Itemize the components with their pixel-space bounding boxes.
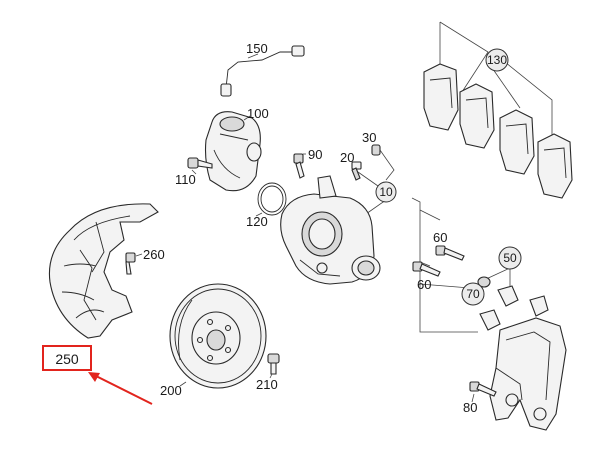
label-210: 210 (256, 377, 278, 392)
highlight-label: 250 (55, 351, 79, 367)
label-60-lower: 60 (417, 277, 431, 292)
callout-10: 10 (365, 181, 397, 215)
highlight-arrow (88, 372, 153, 405)
brake-pads-130: 130 (423, 21, 573, 199)
label-110: 110 (175, 172, 196, 187)
label-130: 130 (487, 53, 507, 67)
label-260: 260 (143, 247, 165, 262)
label-120: 120 (246, 214, 268, 229)
bushings-50: 50 (477, 246, 522, 307)
label-200: 200 (160, 383, 182, 398)
splash-shield-250 (48, 203, 159, 339)
label-60-upper: 60 (433, 230, 447, 245)
bleed-screw-90: 90 (293, 147, 322, 179)
highlight-box-250: 250 (42, 345, 92, 371)
bolt-80: 80 (463, 381, 497, 415)
label-100: 100 (247, 106, 269, 121)
actuator-100: 100 (204, 106, 269, 192)
seal-ring-120: 120 (246, 182, 287, 229)
fittings-20-30: 20 30 (340, 130, 395, 187)
brake-disc-200: 200 (160, 283, 267, 398)
label-20: 20 (340, 150, 354, 165)
label-50: 50 (503, 251, 517, 265)
label-70: 70 (466, 287, 480, 301)
bolts-60: 60 60 (412, 230, 465, 292)
screw-210: 210 (256, 353, 280, 392)
wear-sensor-150: 150 (220, 41, 305, 97)
caliper-carrier (489, 317, 567, 431)
label-10: 10 (379, 185, 393, 199)
label-80: 80 (463, 400, 477, 415)
label-150: 150 (246, 41, 268, 56)
bolt-110: 110 (175, 157, 213, 187)
screw-260: 260 (125, 247, 165, 275)
label-30: 30 (362, 130, 376, 145)
bushings-70: 70 (461, 282, 549, 331)
label-90: 90 (308, 147, 322, 162)
caliper-housing (280, 175, 381, 285)
